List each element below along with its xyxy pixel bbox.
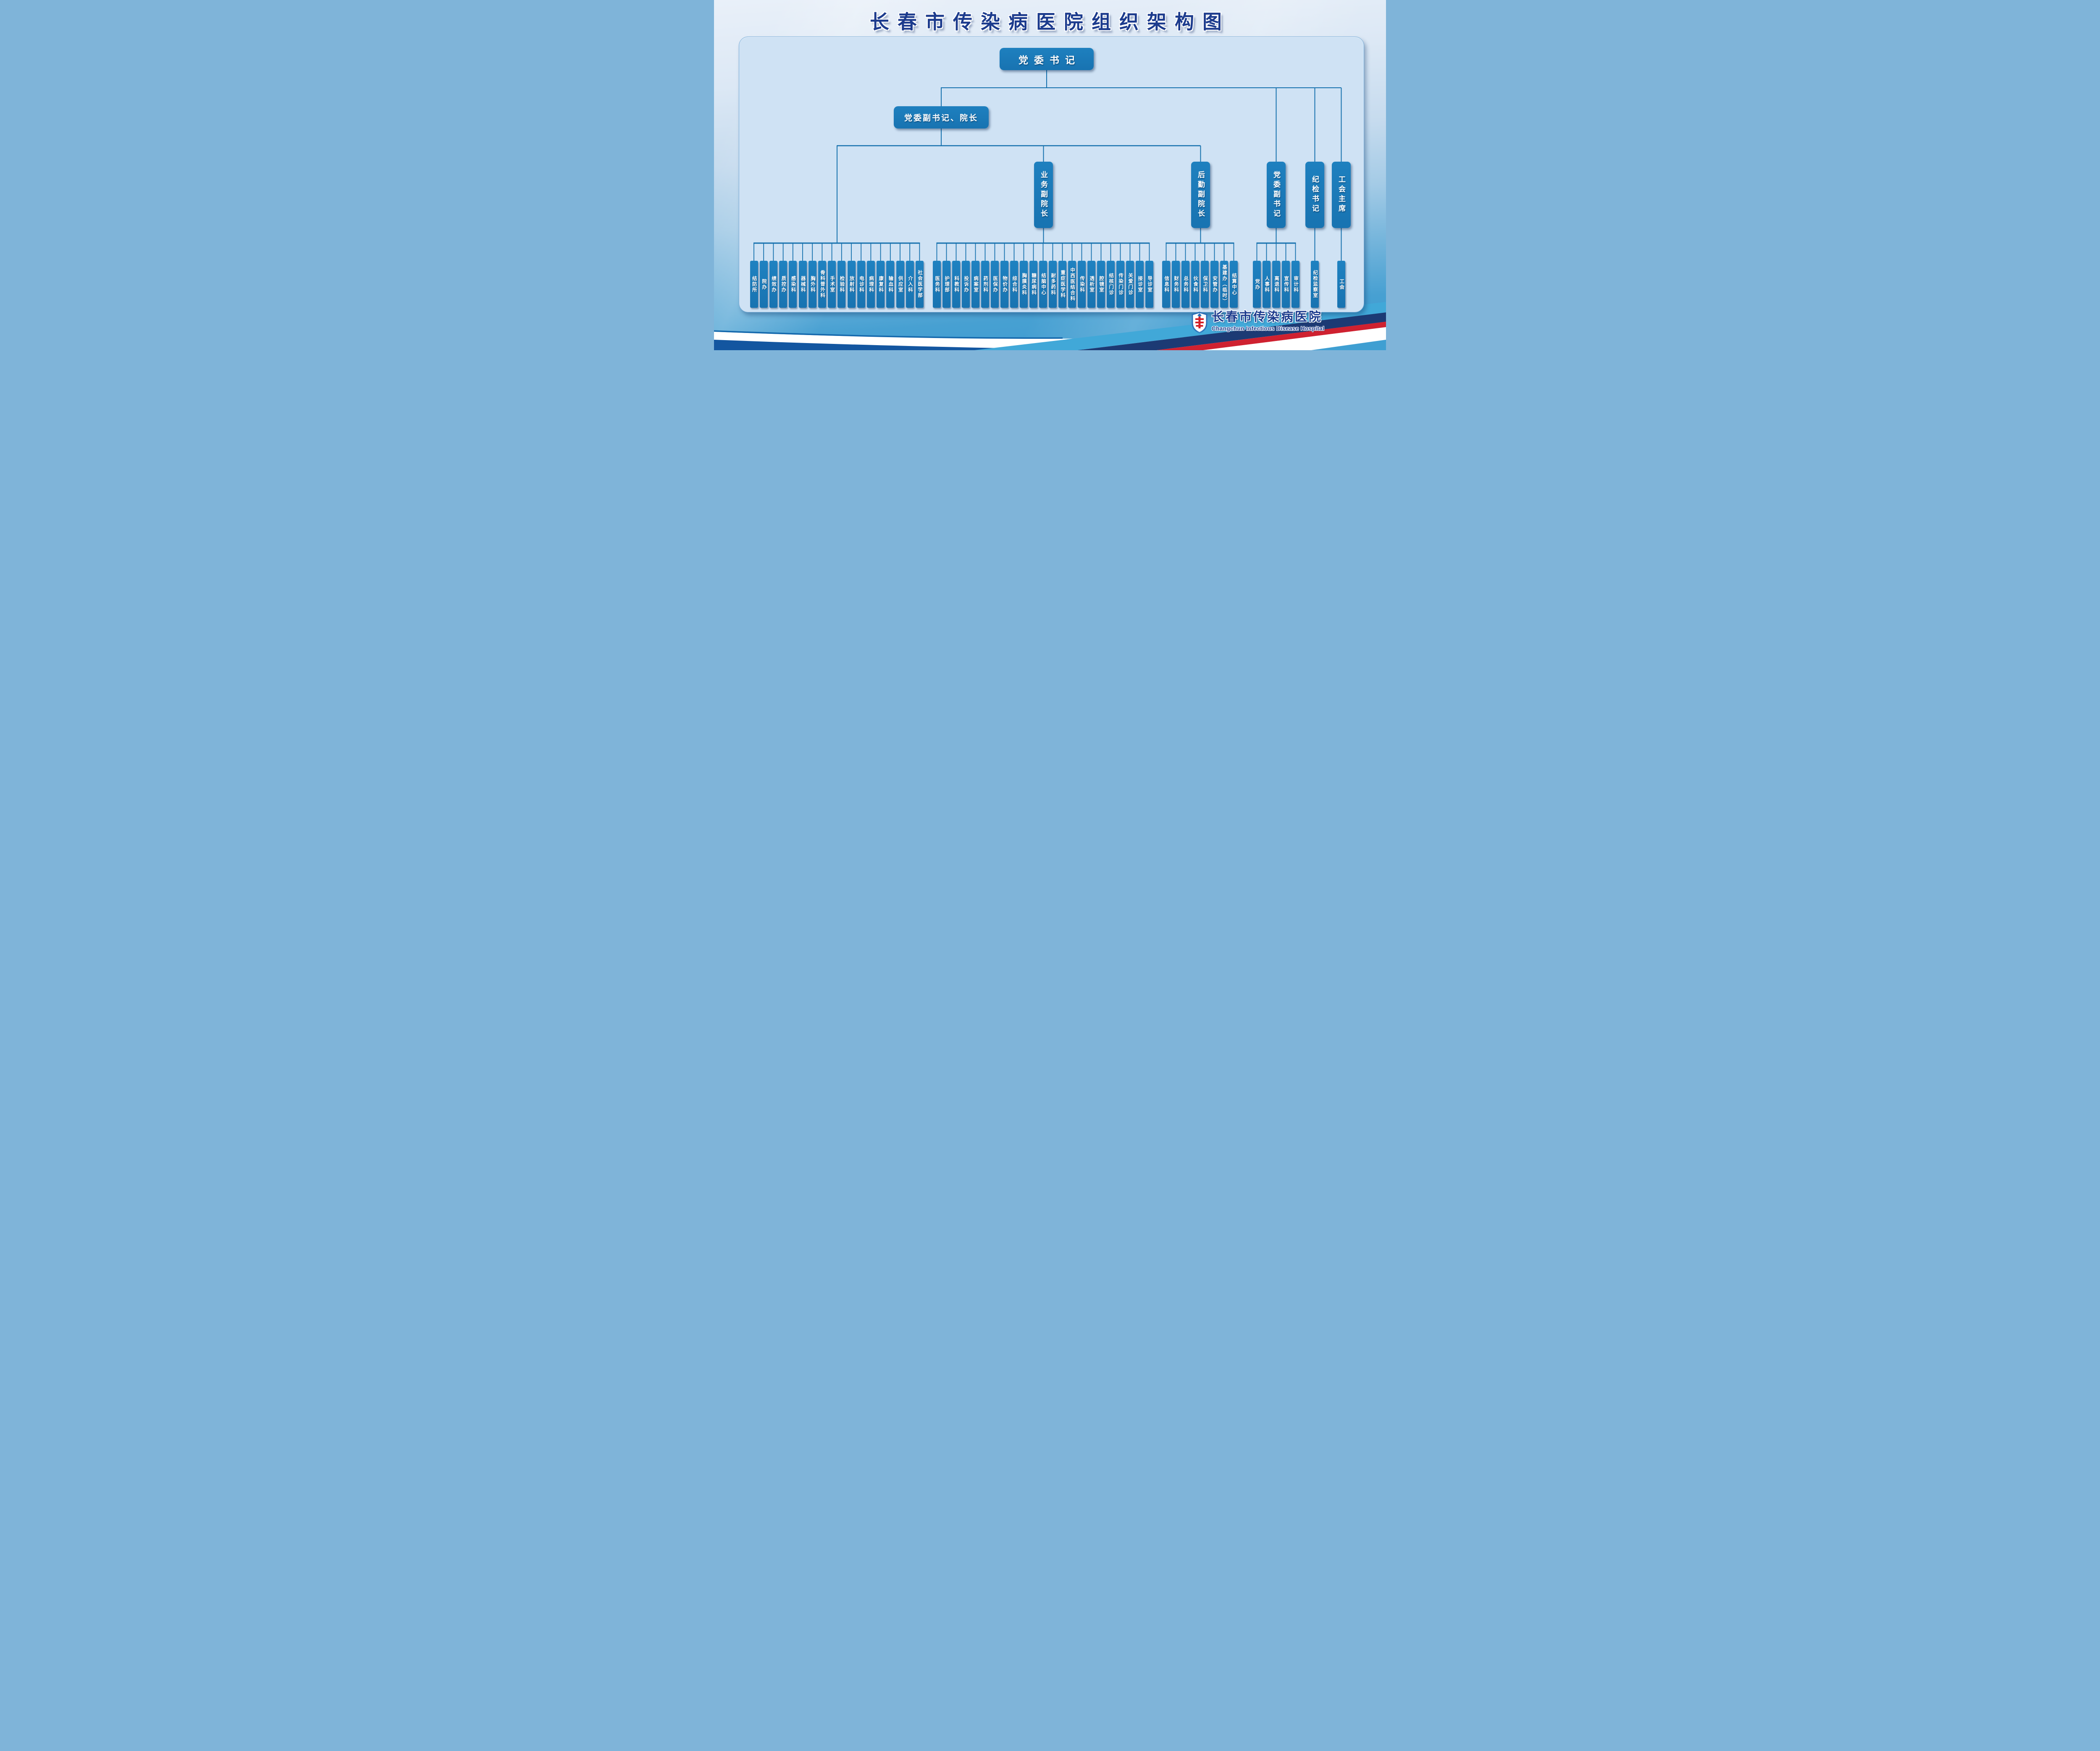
- org-box-label: 纪检书记: [1311, 176, 1319, 214]
- page-title: 长春市传染病医院组织架构图: [870, 11, 1230, 33]
- navy-diagonal-band: [1078, 312, 1386, 350]
- cyan-diagonal-band: [974, 302, 1386, 350]
- org-box-label: 党委书记: [1018, 54, 1081, 66]
- shield-icon: [1192, 312, 1208, 333]
- org-box-discipline-secretary: 纪检书记: [1305, 162, 1324, 228]
- org-box-label: 党委副书记、院长: [904, 114, 978, 123]
- org-box-business-vice-president: 业务副院长: [1034, 162, 1053, 228]
- org-box-logistics-vice-president: 后勤副院长: [1191, 162, 1210, 228]
- org-box-party-secretary: 党委书记: [1000, 48, 1094, 70]
- org-box-union-chairman: 工会主席: [1332, 162, 1351, 228]
- org-box-label: 工会主席: [1337, 176, 1345, 214]
- thin-blue-curve: [714, 330, 1063, 339]
- red-diagonal-band: [1157, 322, 1386, 350]
- org-box-label: 后勤副院长: [1197, 170, 1205, 219]
- org-box-label: 业务副院长: [1040, 170, 1047, 219]
- org-box-deputy-secretary-president: 党委副书记、院长: [894, 106, 989, 128]
- org-box-label: 党委副书记: [1272, 170, 1280, 219]
- hospital-name-en: Changchun Infectious Disease Hospital: [1212, 325, 1325, 332]
- hospital-name-cn: 长春市传染病医院: [1212, 310, 1323, 324]
- hospital-logo: 长春市传染病医院 Changchun Infectious Disease Ho…: [1191, 310, 1350, 333]
- white-diagonal-band: [1203, 327, 1386, 350]
- bottom-ribbon-decoration: [714, 302, 1386, 350]
- org-chart-poster: 长春市传染病医院组织架构图 党委书记 党委副书记、院长 业务副院长 后勤副院长 …: [714, 0, 1386, 350]
- org-box-deputy-party-secretary: 党委副书记: [1267, 162, 1286, 228]
- navy-bottom-left-band: [714, 340, 1113, 350]
- hospital-logo-text: 长春市传染病医院 Changchun Infectious Disease Ho…: [1212, 310, 1325, 332]
- cyan-corner: [1311, 340, 1386, 350]
